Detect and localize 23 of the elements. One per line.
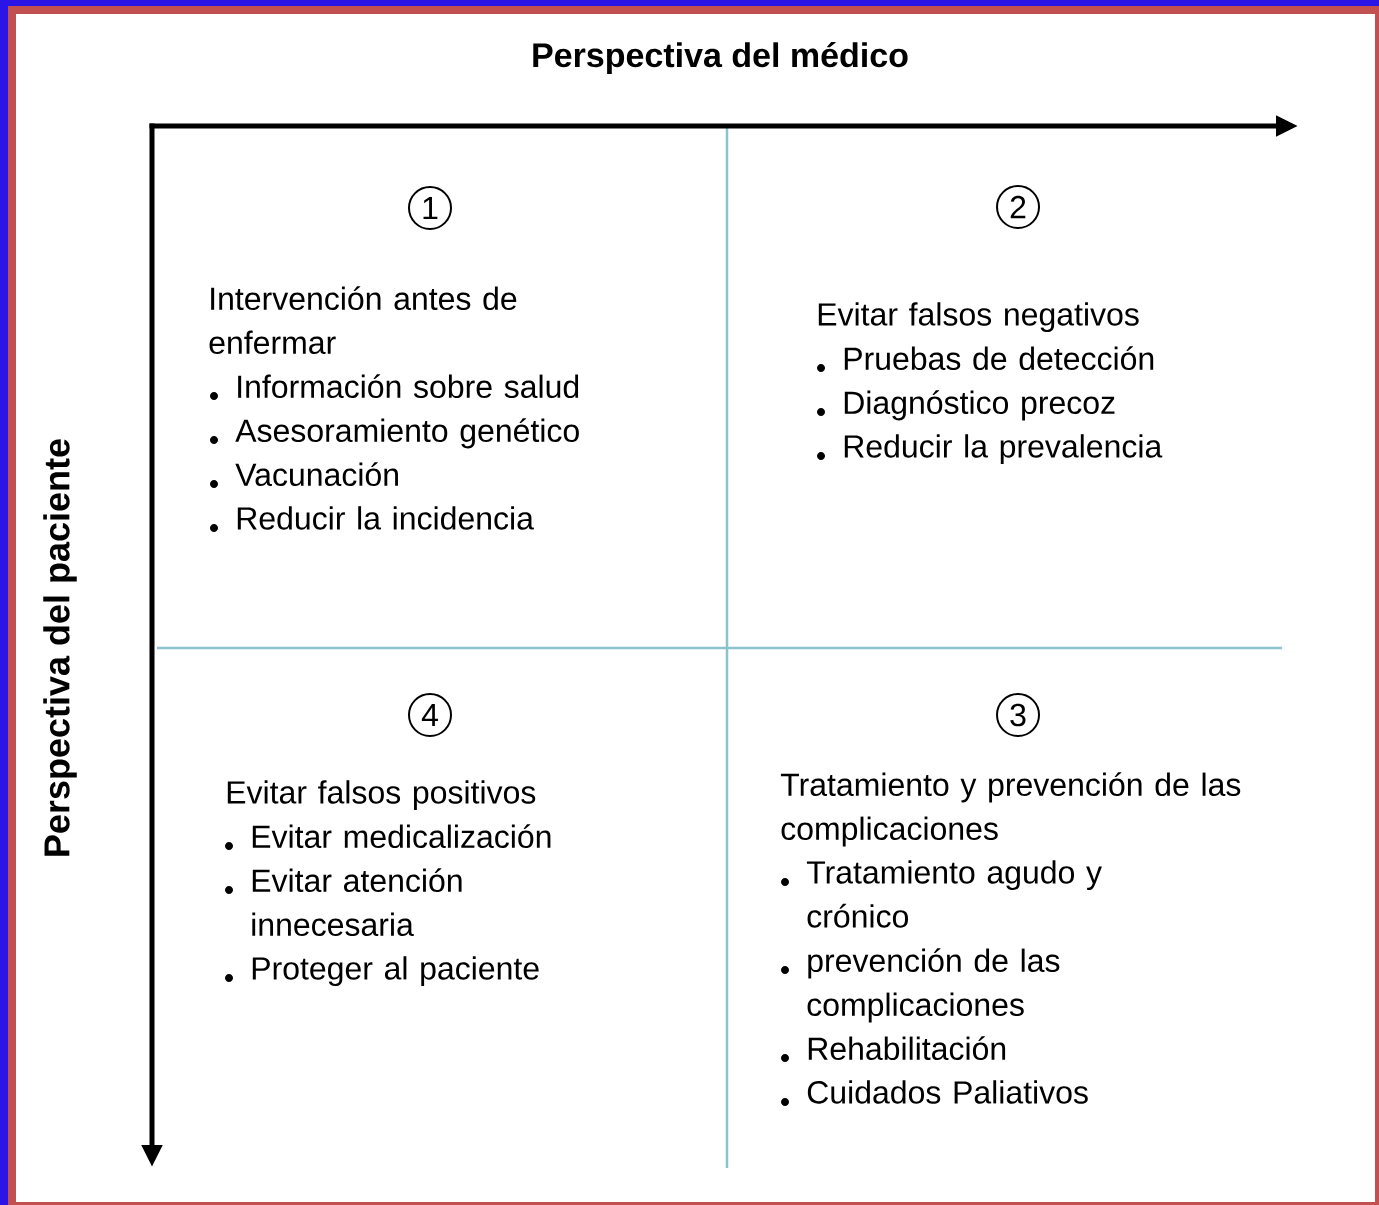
circled-number: 2 (996, 185, 1040, 229)
circled-number: 3 (996, 693, 1040, 737)
axis-title: Perspectiva del paciente (43, 439, 77, 856)
bullet-item: Reducir la incidencia (210, 506, 534, 532)
bullet-item: Reducir la prevalencia (817, 434, 1163, 465)
bullet-item: Rehabilitación (781, 1036, 1006, 1062)
bullet-item: Diagnóstico precoz (817, 390, 1115, 421)
quadrant-heading: Tratamiento y prevención de las complicaciones (780, 772, 1241, 847)
bullet-item: Evitar medicalización (225, 824, 551, 850)
bullet-item: prevención de las complicaciones (781, 948, 1060, 1023)
circled-number: 1 (408, 186, 452, 230)
quadrant-heading: Evitar falsos negativos (818, 302, 1139, 333)
bullet-item: Información sobre salud (210, 374, 579, 400)
bullet-item: Cuidados Paliativos (781, 1080, 1088, 1106)
bullet-item: Asesoramiento genético (210, 418, 579, 449)
bullet-item: Pruebas de detección (817, 346, 1154, 372)
axis-title: Perspectiva del médico (533, 42, 908, 74)
bullet-item: Evitar atención innecesaria (225, 868, 462, 937)
bullet-item: Vacunación (210, 462, 398, 488)
quadrant-heading: Intervención antes de enfermar (209, 286, 517, 355)
quadrant-heading: Evitar falsos positivos (227, 780, 536, 811)
circled-number: 4 (408, 693, 452, 737)
bullet-item: Proteger al paciente (225, 956, 539, 987)
